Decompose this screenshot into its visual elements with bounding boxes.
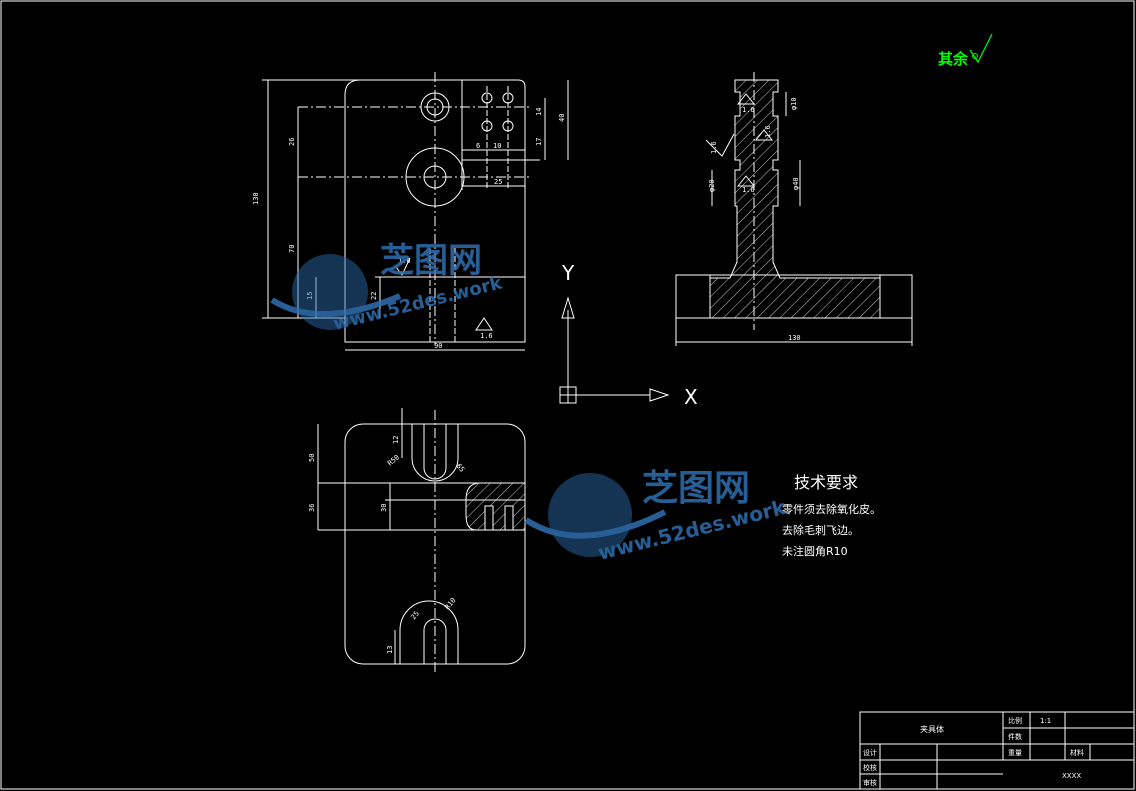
dim-25b: 25 [409,610,421,622]
scale-value: 1:1 [1040,717,1051,725]
dim-r50: R50 [386,453,401,467]
dim-22: 22 [370,292,378,300]
watermark-brand-1: 芝图网 [380,241,482,281]
dim-phi10: φ10 [790,97,798,110]
side-width-dim: 130 [788,334,801,342]
scale-label: 比例 [1008,716,1022,725]
dim-r10: R10 [443,596,457,611]
reviewer-label: 审核 [863,778,877,787]
designer-label: 设计 [863,748,877,757]
dim-36: 36 [308,504,316,512]
technical-requirements: 技术要求 零件须去除氧化皮。 去除毛刺飞边。 未注圆角R10 [782,473,881,558]
weight-label: 重量 [1008,749,1022,757]
side-view-dimensions: 130 φ10 φ20 φ40 1.6 1.6 1.6 1.6 [708,97,801,342]
y-axis-label: Y [561,261,575,285]
dim-phi40: φ40 [792,177,800,190]
top-view [317,408,526,672]
dim-phi20: φ20 [708,179,716,192]
roughness-label-2: 1.6 [480,332,493,340]
material-label: 材料 [1070,748,1084,757]
tech-req-item-3: 未注圆角R10 [782,544,848,558]
dim-12: 12 [392,436,400,444]
side-view [675,72,913,346]
front-view [262,72,569,351]
dim-25: 25 [494,178,502,186]
dim-15: 15 [306,292,314,300]
count-label: 件数 [1008,732,1022,741]
surface-finish-note: 其余 [938,33,993,68]
drawing-code: XXXX [1062,772,1081,780]
dim-17: 17 [535,138,543,146]
dim-30: 30 [380,504,388,512]
dim-50: 50 [308,454,316,462]
front-width-dim: 90 [434,342,442,350]
watermark-brand-2: 芝图网 [642,468,750,509]
dim-10: 10 [493,142,501,150]
dim-14: 14 [535,108,543,116]
tech-req-title: 技术要求 [794,473,858,492]
checker-label: 校核 [863,763,877,772]
part-name: 夹具体 [920,724,944,734]
title-block-text: 夹具体 比例 1:1 件数 重量 材料 设计 校核 审核 XXXX [863,716,1084,787]
coordinate-axes [559,296,670,404]
dim-26: 26 [288,138,296,146]
dim-40: 40 [558,114,566,122]
tech-req-item-2: 去除毛刺飞边。 [782,523,859,537]
front-height-dim: 130 [252,192,260,205]
tech-req-item-1: 零件须去除氧化皮。 [782,502,881,516]
side-roughness-1: 1.6 [742,106,755,114]
surface-finish-text: 其余 [938,50,969,68]
watermark-2: 芝图网 www.52des.work [524,468,789,565]
surface-finish-check-icon [969,33,993,64]
dim-70: 70 [288,245,296,253]
x-axis-label: X [684,385,698,409]
dim-6: 6 [476,142,480,150]
side-roughness-3: 1.6 [710,141,718,154]
roughness-label-1: 1.6 [398,257,411,265]
dim-65: 65 [454,462,466,474]
front-view-dimensions: 90 130 26 70 15 22 25 14 17 40 10 6 1.6 … [252,108,566,350]
dim-13: 13 [386,646,394,654]
watermark-1: 芝图网 www.52des.work [270,241,505,335]
side-roughness-2: 1.6 [742,186,755,194]
side-roughness-4: 1.6 [764,125,772,138]
title-block [859,711,1135,790]
